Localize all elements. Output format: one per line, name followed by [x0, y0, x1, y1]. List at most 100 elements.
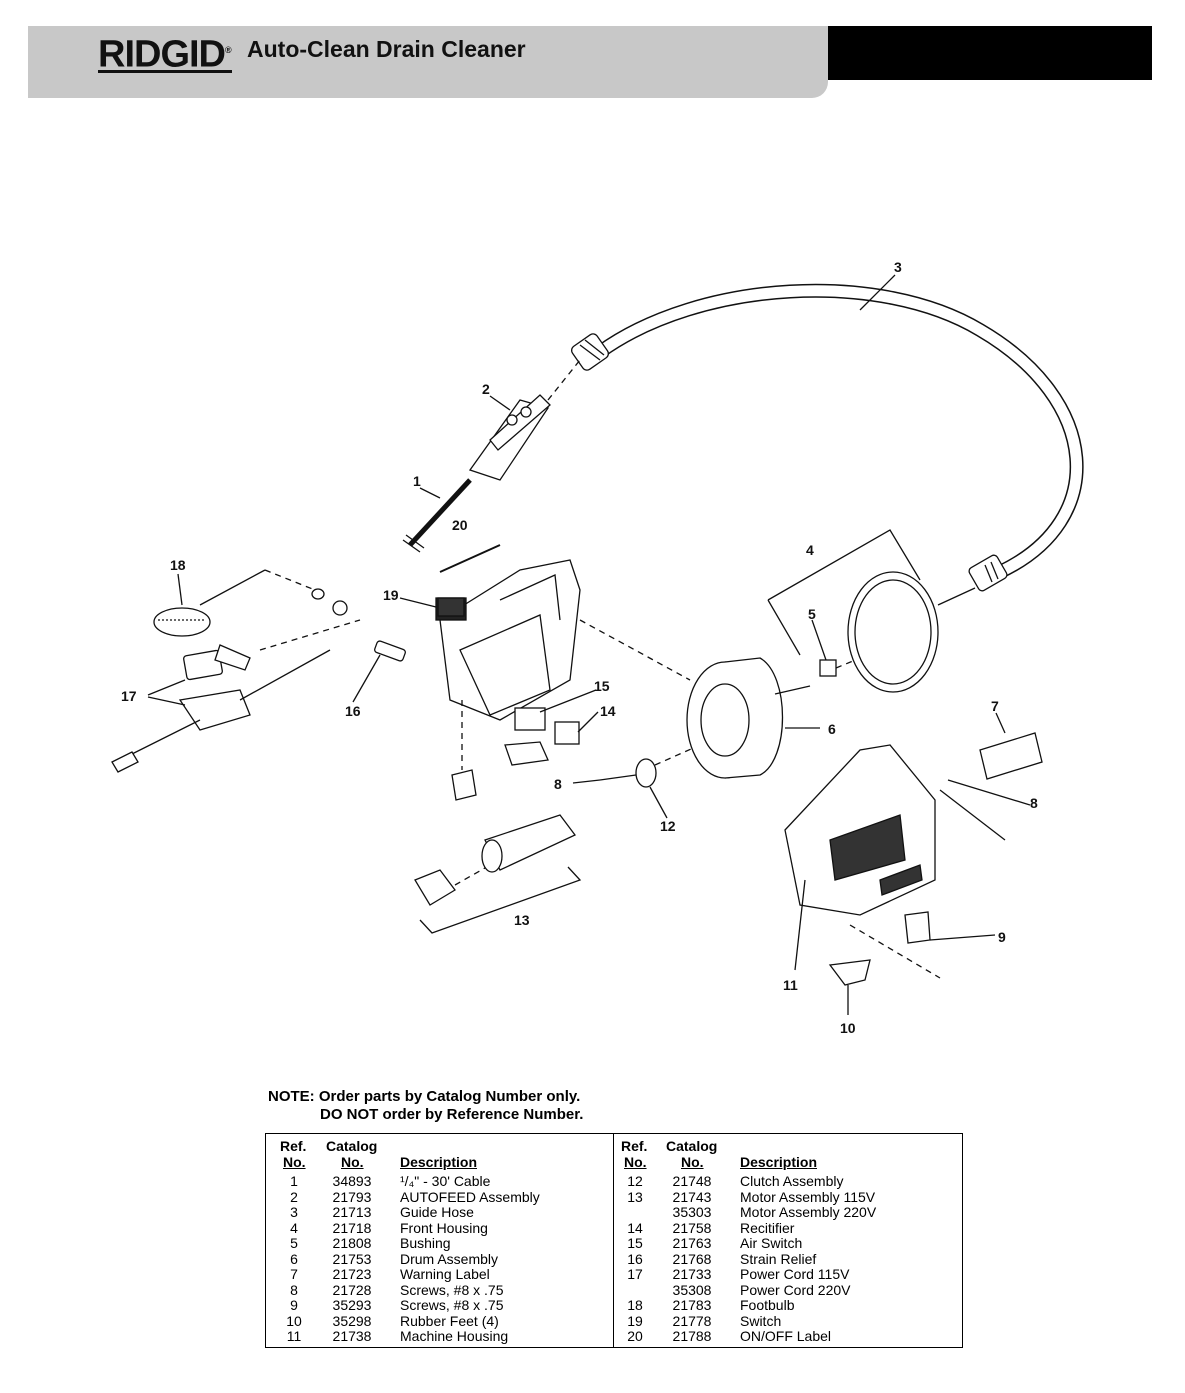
hdr-ref-bottom: No. [283, 1154, 306, 1170]
front-housing [847, 571, 976, 693]
callout-18: 18 [170, 557, 186, 573]
cell-ref: 10 [286, 1312, 302, 1329]
cell-ref: 17 [627, 1266, 643, 1282]
cell-catalog: 21743 [672, 1188, 712, 1205]
callout-10: 10 [840, 1020, 856, 1036]
header-black-block [828, 26, 1152, 80]
cell-catalog: 21758 [672, 1219, 712, 1236]
cell-ref: 20 [627, 1328, 643, 1344]
cell-catalog: 21723 [332, 1266, 372, 1282]
cell-ref: 15 [627, 1235, 643, 1251]
machine-frame [435, 559, 581, 721]
cell-description: Air Switch [740, 1235, 803, 1251]
cell-description: ON/OFF Label [740, 1328, 832, 1344]
cell-description: AUTOFEED Assembly [400, 1188, 540, 1205]
clutch-assembly [635, 758, 657, 788]
on-off-label-shape [439, 544, 501, 573]
cell-ref: 19 [627, 1312, 643, 1329]
cell-ref: 1 [290, 1173, 298, 1189]
cell-ref: 18 [627, 1297, 643, 1313]
cell-description: Power Cord 115V [740, 1266, 850, 1282]
strain-relief [374, 640, 406, 662]
cell-description: ¹/₄" - 30' Cable [400, 1173, 491, 1189]
hdr-ref-top-r: Ref. [621, 1138, 648, 1154]
cell-catalog: 21753 [332, 1250, 372, 1267]
callout-labels: 1 2 3 4 5 6 7 8 8 8 9 10 11 12 13 14 15 … [121, 259, 1038, 1036]
callout-17: 17 [121, 688, 137, 704]
cell-catalog: 21778 [672, 1312, 712, 1329]
switch [437, 597, 465, 617]
ridgid-logo: RIDGID® [98, 30, 232, 76]
motor-assembly [414, 814, 577, 906]
cell-description: Machine Housing [400, 1328, 509, 1344]
machine-housing [784, 744, 936, 916]
callout-3: 3 [894, 259, 902, 275]
cell-catalog: 21763 [672, 1235, 712, 1251]
note-line-2: DO NOT order by Reference Number. [320, 1106, 584, 1123]
cell-catalog: 21783 [672, 1297, 712, 1313]
page-title: Auto-Clean Drain Cleaner [247, 36, 526, 62]
air-switch [514, 707, 546, 731]
rectifier [554, 721, 580, 745]
cell-ref: 9 [290, 1297, 298, 1313]
brand-text: RIDGID [98, 33, 226, 76]
cell-catalog: 21768 [672, 1250, 712, 1267]
table-row: 20 21788 ON/OFF Label [621, 1328, 951, 1345]
cell-description: Guide Hose [400, 1204, 474, 1220]
hdr-desc-r: Description [740, 1154, 818, 1170]
cell-description: Motor Assembly 115V [740, 1188, 876, 1205]
rubber-foot-10 [828, 959, 871, 986]
cell-description: Power Cord 220V [740, 1281, 851, 1298]
callout-19: 19 [383, 587, 399, 603]
hdr-cat-top: Catalog [326, 1138, 378, 1154]
hdr-cat-bottom: No. [341, 1154, 364, 1170]
table-row: 19 21778 Switch [621, 1312, 951, 1330]
callout-2: 2 [482, 381, 490, 397]
table-row: 10 35298 Rubber Feet (4) [274, 1312, 604, 1330]
cell-description: Recitifier [740, 1219, 795, 1236]
warning-label [979, 732, 1043, 780]
cell-description: Strain Relief [740, 1250, 817, 1267]
cell-ref: 7 [290, 1266, 298, 1282]
cell-catalog: 35298 [332, 1312, 372, 1329]
cell-catalog: 21788 [672, 1328, 712, 1344]
callout-12: 12 [660, 818, 676, 834]
table-row: 1 34893 ¹/₄" - 30' Cable [274, 1173, 604, 1190]
rubber-foot-9 [904, 911, 931, 944]
table-divider [613, 1134, 614, 1347]
guide-hose [570, 283, 1084, 592]
cell-description: Drum Assembly [400, 1250, 499, 1267]
callout-13: 13 [514, 912, 530, 928]
callout-11: 11 [783, 977, 798, 993]
cell-description: Bushing [400, 1235, 451, 1251]
cell-description: Screws, #8 x .75 [400, 1297, 504, 1313]
cell-ref: 4 [290, 1219, 298, 1236]
cell-description: Switch [740, 1312, 782, 1329]
hdr-cat-bottom-r: No. [681, 1154, 704, 1170]
parts-table: Ref. No. Catalog No. Description 1 34893 ¹… [265, 1133, 963, 1348]
cell-catalog: 21718 [332, 1219, 372, 1236]
callout-20: 20 [452, 517, 468, 533]
cell-description: Clutch Assembly [740, 1173, 844, 1189]
cell-catalog: 21728 [332, 1281, 372, 1298]
callout-1: 1 [413, 473, 421, 489]
callout-8b: 8 [1030, 795, 1038, 811]
note-line-1: NOTE: Order parts by Catalog Number only… [268, 1088, 581, 1105]
autofeed-assembly [468, 359, 581, 481]
cell-description: Rubber Feet (4) [400, 1312, 499, 1329]
hdr-cat-top-r: Catalog [666, 1138, 718, 1154]
cell-catalog: 34893 [332, 1173, 372, 1189]
